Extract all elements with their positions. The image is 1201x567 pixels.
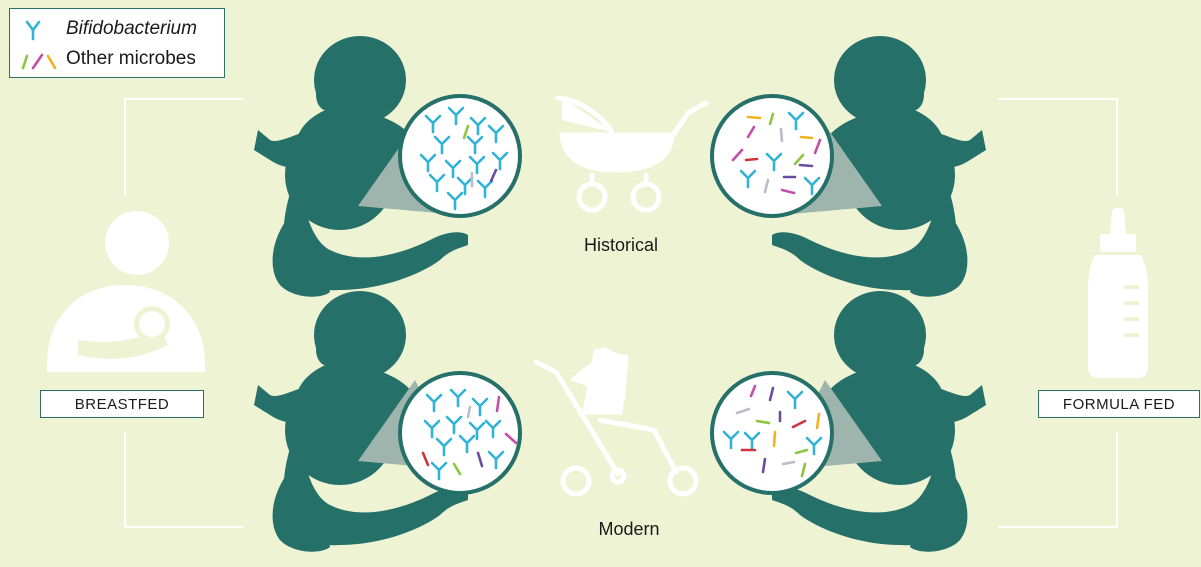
breastfed-label: BREASTFED (40, 390, 204, 418)
pram-icon (558, 97, 706, 210)
formula-fed-label: FORMULA FED (1038, 390, 1200, 418)
bifidobacterium-icon (20, 17, 66, 41)
bracket-right-top (998, 99, 1117, 195)
modern-label: Modern (549, 519, 709, 540)
legend-label-other-microbes: Other microbes (66, 48, 196, 70)
other-microbes-icon (20, 47, 66, 71)
baby-bottle-icon (1088, 208, 1148, 379)
historical-label: Historical (541, 235, 701, 256)
stroller-icon (536, 350, 696, 494)
bracket-left-bottom (125, 432, 243, 527)
legend-item-other-microbes: Other microbes (20, 47, 196, 71)
legend-item-bifidobacterium: Bifidobacterium (20, 17, 197, 41)
bracket-right-bottom (998, 432, 1117, 527)
breastfeeding-icon (47, 211, 205, 372)
legend-label-bifidobacterium: Bifidobacterium (66, 18, 197, 40)
legend: Bifidobacterium Other microbes (9, 8, 225, 78)
bracket-left-top (125, 99, 243, 195)
